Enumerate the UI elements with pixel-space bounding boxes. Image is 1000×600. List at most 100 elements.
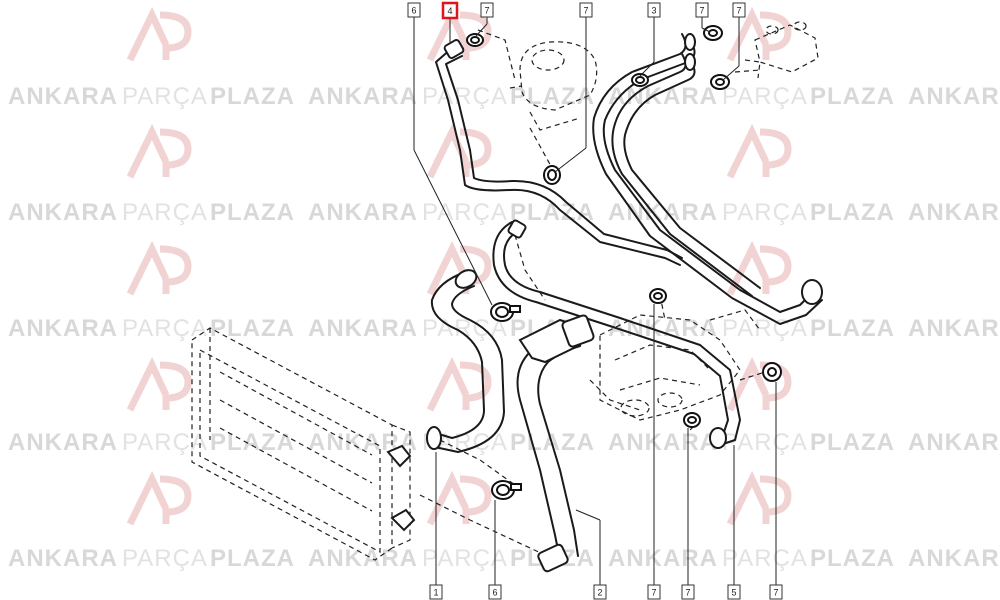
watermark-word: PARÇA [122, 545, 208, 572]
callout-part-6[interactable]: 6 [488, 584, 502, 600]
clamp-part-7 [683, 412, 701, 428]
callout-number: 7 [736, 6, 741, 16]
watermark-word: ANKARA [8, 315, 118, 342]
watermark-word: PARÇA [122, 199, 208, 226]
watermark-logo [426, 470, 492, 526]
watermark-row: ANKARA PARÇA PLAZA ANKARA PARÇA PLAZA AN… [8, 83, 1000, 110]
callout-part-5[interactable]: 5 [727, 584, 741, 600]
radiator [191, 327, 416, 561]
callout-part-7[interactable]: 7 [681, 584, 695, 600]
callout-number: 7 [484, 6, 489, 16]
watermark-word: ANKARA [308, 199, 418, 226]
callout-number: 7 [685, 588, 690, 598]
watermark-word: PLAZA [210, 429, 295, 456]
callout-part-7[interactable]: 7 [769, 584, 783, 600]
watermark-word: PARÇA [422, 83, 508, 110]
watermark-word: ANKARA [608, 199, 718, 226]
callout-number: 7 [699, 6, 704, 16]
watermark-word: ANKAR [908, 545, 1000, 572]
hose-end [426, 426, 442, 450]
watermark-word: PLAZA [210, 199, 295, 226]
watermark-row: ANKARA PARÇA PLAZA ANKARA PARÇA PLAZA AN… [8, 545, 1000, 572]
watermark-logo [126, 6, 192, 62]
watermark-logo [726, 470, 792, 526]
watermark-word: PLAZA [810, 199, 895, 226]
bypass-hose [492, 219, 741, 449]
hose-connector [561, 314, 595, 348]
callout-part-6[interactable]: 6 [407, 2, 421, 18]
watermark-row: ANKARA PARÇA PLAZA ANKARA PARÇA PLAZA AN… [8, 429, 1000, 456]
watermark-word: PARÇA [722, 83, 808, 110]
callout-number: 1 [433, 588, 438, 598]
callout-number: 3 [651, 6, 656, 16]
guide-lines [419, 29, 766, 556]
callout-number: 2 [597, 588, 602, 598]
callout-part-4-highlighted[interactable]: 4 [441, 1, 459, 20]
callout-part-7[interactable]: 7 [647, 584, 661, 600]
hose-end-fitting [537, 543, 569, 573]
watermark-text-rows: ANKARA PARÇA PLAZA ANKARA PARÇA PLAZA AN… [8, 83, 1000, 572]
callout-part-7[interactable]: 7 [480, 2, 494, 18]
watermark-word: ANKARA [8, 429, 118, 456]
radiator-upper-outlet [386, 444, 412, 468]
callout-part-3[interactable]: 3 [647, 2, 661, 18]
watermark-logo [726, 123, 792, 179]
watermark-word: PARÇA [722, 545, 808, 572]
watermark-word: PARÇA [122, 315, 208, 342]
leader-lines [413, 17, 777, 585]
callout-number: 5 [731, 588, 736, 598]
watermark-word: PLAZA [210, 83, 295, 110]
watermark-word: ANKARA [308, 545, 418, 572]
watermark-word: ANKARA [8, 83, 118, 110]
watermark-word: ANKARA [308, 83, 418, 110]
callout-number: 6 [411, 6, 416, 16]
callout-number: 7 [773, 588, 778, 598]
watermark-word: PLAZA [210, 545, 295, 572]
hose-part-1 [426, 269, 505, 453]
watermark-word: ANKAR [908, 83, 1000, 110]
watermark-word: PLAZA [810, 315, 895, 342]
hose-end [684, 53, 696, 71]
expansion-tank [509, 41, 598, 131]
hose-end-fitting [507, 219, 527, 239]
watermark-logo [426, 356, 492, 412]
hose-part-4 [435, 39, 683, 266]
clamp-part-7 [631, 73, 649, 87]
heater-valve [744, 21, 819, 79]
watermark-word: PARÇA [722, 429, 808, 456]
watermark-logo [126, 356, 192, 412]
watermark-word: PARÇA [122, 83, 208, 110]
hose-end [454, 269, 478, 289]
clamp-part-7 [649, 288, 667, 304]
hose-part-2 [516, 314, 595, 573]
watermark-word: ANKARA [8, 545, 118, 572]
watermark-word: ANKAR [908, 429, 1000, 456]
watermark-word: PLAZA [810, 545, 895, 572]
callout-number: 6 [492, 588, 497, 598]
clamp-part-7 [703, 25, 723, 41]
callout-part-1[interactable]: 1 [429, 584, 443, 600]
watermark-logo [126, 240, 192, 296]
watermark-logos [126, 6, 792, 526]
watermark-logo [726, 240, 792, 296]
watermark-word: ANKAR [908, 315, 1000, 342]
watermark-word: PARÇA [722, 199, 808, 226]
clamp-part-6 [491, 480, 522, 500]
watermark-word: PLAZA [210, 315, 295, 342]
hose-end [684, 33, 696, 51]
watermark-word: PLAZA [810, 83, 895, 110]
callout-part-7[interactable]: 7 [732, 2, 746, 18]
callout-number: 7 [583, 6, 588, 16]
callout-part-7[interactable]: 7 [579, 2, 593, 18]
watermark-word: ANKARA [8, 199, 118, 226]
watermark-logo [426, 123, 492, 179]
watermark-logo [726, 6, 792, 62]
callout-part-2[interactable]: 2 [593, 584, 607, 600]
watermark-word: ANKARA [608, 83, 718, 110]
watermark-word: ANKARA [608, 545, 718, 572]
hose-end [801, 279, 823, 305]
callout-part-7[interactable]: 7 [695, 2, 709, 18]
callout-number: 7 [651, 588, 656, 598]
